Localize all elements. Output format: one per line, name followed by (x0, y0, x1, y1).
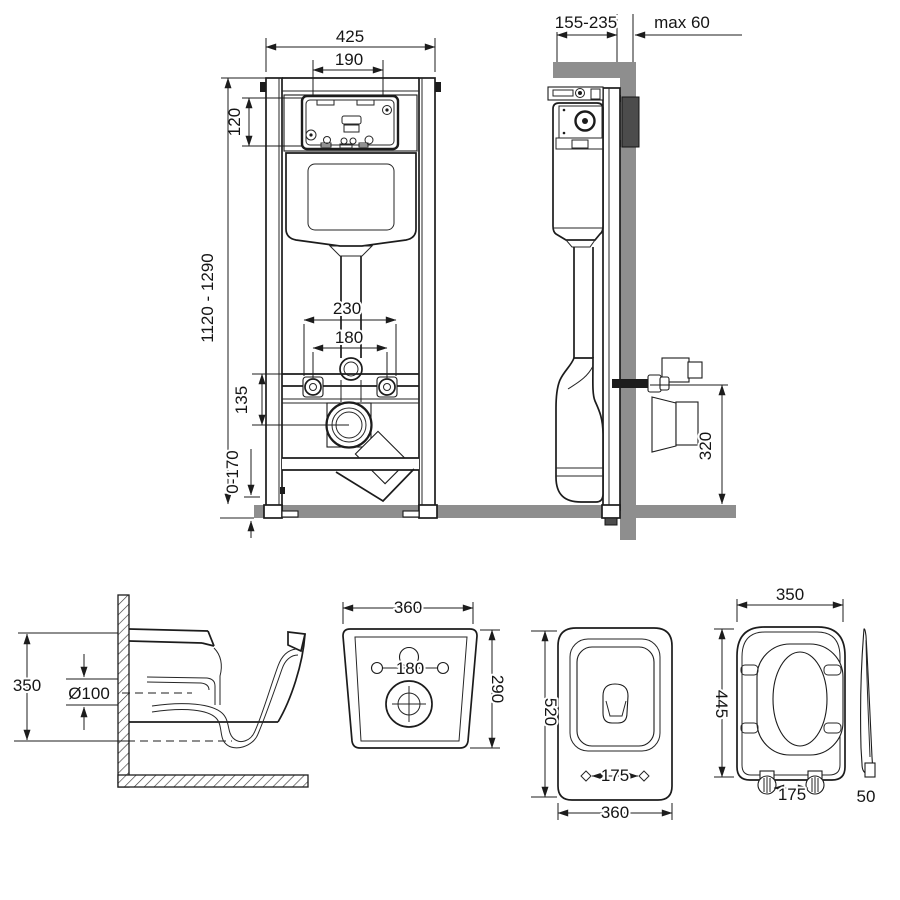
dim-frame-height-label: 1120 - 1290 (198, 253, 217, 342)
drain-elbow (555, 357, 604, 503)
seat-profile (860, 628, 876, 778)
dim-wall-max-label: max 60 (654, 13, 710, 32)
flush-plate-box (300, 94, 400, 151)
dim-seat-thickness-label: 50 (857, 787, 876, 806)
inlet-hole (398, 646, 420, 668)
fixing-hole-right (436, 661, 450, 675)
wall-profile (620, 78, 636, 540)
dim-fixing-inner-label: 180 (335, 328, 363, 347)
dim-bowl-back-width-label: 360 (394, 598, 422, 617)
dim-fixing-outer-label: 230 (333, 299, 361, 318)
dim-bowl-length-label: 520 (541, 698, 560, 726)
dim-hinge-spacing-label: 175 (778, 785, 806, 804)
wall-hatched (117, 594, 130, 788)
cistern (285, 152, 417, 247)
dim-feet-range-label: 0-170 (223, 450, 242, 493)
wall-bracket (621, 96, 640, 148)
bowl-front-edge (277, 633, 306, 723)
cistern-side (552, 102, 604, 241)
dim-bowl-top-width-label: 360 (601, 803, 629, 822)
dim-bowl-back-height-label: 290 (488, 675, 507, 703)
frame-feet (263, 504, 438, 519)
dim-frame-width-label: 425 (336, 27, 364, 46)
fixing-hole-left (370, 661, 384, 675)
seat-hinges (757, 770, 825, 795)
dim-seat-hole-spacing-label: 175 (601, 766, 629, 785)
trap-curve (151, 648, 297, 742)
frame-side-rail (602, 87, 621, 511)
dim-depth-range-label: 155-235 (555, 13, 617, 32)
frame-front-view: 425 190 120 1120 - 1290 230 180 135 0 (196, 25, 441, 538)
seat-opening (772, 651, 828, 747)
seat-hole-marker-right (638, 770, 650, 782)
bowl-back-view: 360 180 290 (342, 596, 509, 749)
bowl-top-view: 520 175 360 (531, 627, 673, 824)
dim-bowl-height-label: 350 (13, 676, 41, 695)
frame-left-rail (265, 77, 283, 511)
dim-plate-width-label: 190 (335, 50, 363, 69)
outlet-pipe (651, 396, 677, 453)
dim-outlet-height-label: 320 (696, 432, 715, 460)
seat-view: 350 445 175 50 (710, 583, 877, 808)
floor-hatched (117, 774, 309, 788)
drain-outlet (282, 401, 419, 503)
top-rail (553, 62, 636, 78)
dim-seat-length-label: 445 (712, 690, 731, 718)
threaded-rod (612, 379, 650, 388)
dim-seat-width-label: 350 (776, 585, 804, 604)
dim-drain-diameter-label: Ø100 (68, 684, 110, 703)
fixing-bolts (302, 376, 398, 398)
dim-drain-offset-label: 135 (232, 386, 251, 414)
bowl-section-view: 350 Ø100 (11, 594, 309, 788)
frame-right-rail (418, 77, 436, 511)
seat-hole-marker-left (580, 770, 592, 782)
dim-hole-spacing-label: 180 (396, 659, 424, 678)
frame-side-view: 155-235 max 60 320 (547, 11, 742, 540)
